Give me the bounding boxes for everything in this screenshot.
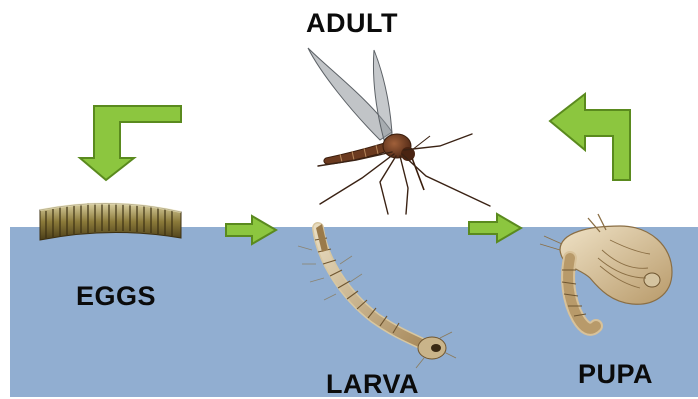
stage-label-eggs: EGGS [76, 283, 156, 310]
stage-label-larva: LARVA [326, 371, 419, 398]
arrow-pupa-left [550, 94, 630, 180]
stage-label-adult: ADULT [306, 10, 398, 37]
arrow-eggs-down [80, 106, 181, 180]
stage-label-pupa: PUPA [578, 361, 653, 388]
mosquito-adult-icon [308, 48, 490, 214]
